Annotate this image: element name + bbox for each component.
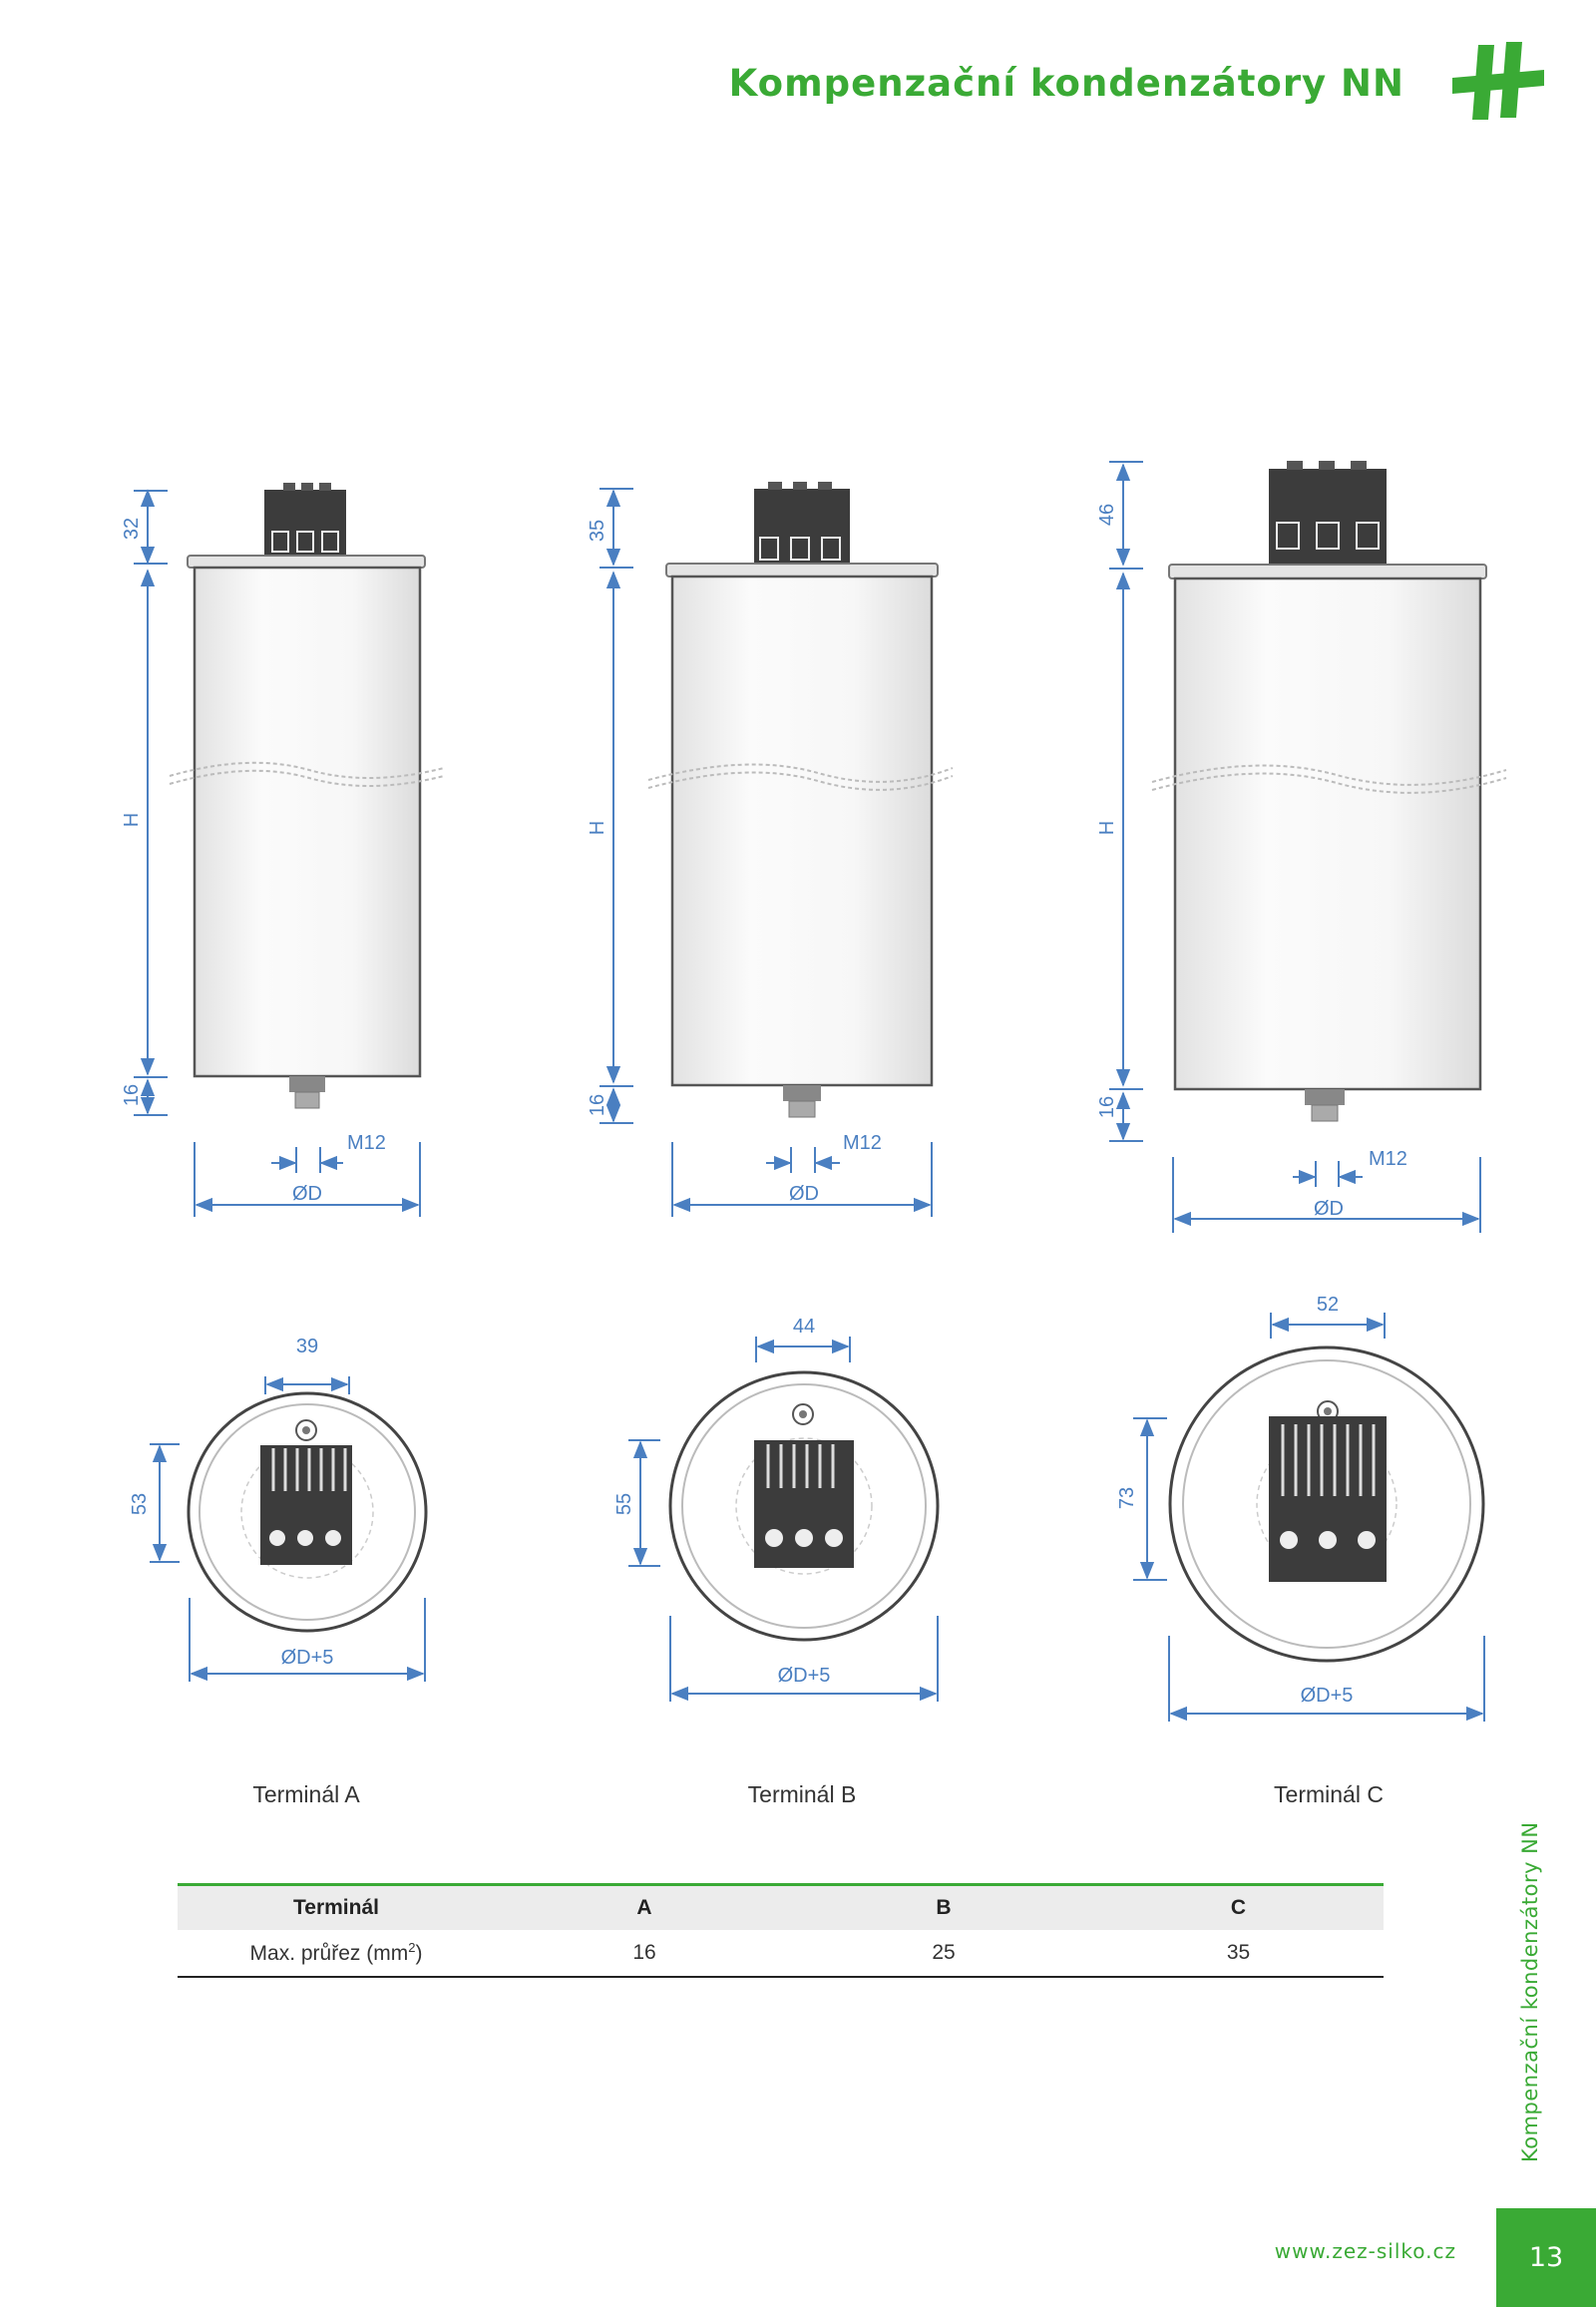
dim-width-top-b: 44 [793, 1316, 815, 1338]
dim-diameter-a: ØD [292, 1183, 322, 1205]
table-header-b: B [794, 1886, 1093, 1930]
table-row: Max. průřez (mm2) 16 25 35 [178, 1930, 1384, 1978]
dim-height-top-a: 53 [129, 1493, 151, 1515]
dim-bottom-b: 16 [587, 1094, 608, 1116]
side-view-terminal-b: 35 H 16 M12 ØD [587, 482, 954, 1217]
value-a: 16 [495, 1930, 794, 1978]
side-view-terminal-c: 46 H 16 M12 ØD [1096, 461, 1507, 1233]
terminal-spec-table: Terminál A B C Max. průřez (mm2) 16 25 3… [178, 1883, 1384, 1978]
table-header-row: Terminál A B C [178, 1886, 1384, 1930]
company-logo-icon [1452, 42, 1544, 120]
dim-diameter-top-b: ØD+5 [778, 1665, 831, 1687]
side-view-terminal-a: 32 H 16 M12 ØD [121, 483, 445, 1217]
dim-height-b: H [587, 821, 608, 835]
dim-height-top-c: 73 [1116, 1487, 1138, 1509]
terminal-a-label: Terminál A [252, 1781, 360, 1807]
dim-thread-c: M12 [1369, 1148, 1407, 1170]
dim-diameter-c: ØD [1314, 1198, 1344, 1220]
dim-height-a: H [121, 813, 143, 827]
dim-width-top-a: 39 [296, 1336, 318, 1357]
terminal-b-label: Terminál B [747, 1781, 857, 1807]
dim-top-c: 46 [1096, 504, 1118, 526]
dim-thread-b: M12 [843, 1132, 882, 1154]
dim-thread-a: M12 [347, 1132, 386, 1154]
side-vertical-title: Kompenzační kondenzátory NN [1518, 1821, 1542, 2162]
value-c: 35 [1093, 1930, 1384, 1978]
row-label-max-cross-section: Max. průřez (mm2) [178, 1930, 495, 1978]
table-header-c: C [1093, 1886, 1384, 1930]
dim-top-b: 35 [587, 520, 608, 542]
dim-diameter-b: ØD [789, 1183, 819, 1205]
value-b: 25 [794, 1930, 1093, 1978]
top-view-terminal-a: 39 53 ØD+5 [129, 1336, 428, 1682]
table-header-a: A [495, 1886, 794, 1930]
dim-diameter-top-c: ØD+5 [1301, 1685, 1354, 1707]
top-view-terminal-b: 44 55 ØD+5 [613, 1316, 940, 1702]
table-header-terminal: Terminál [178, 1886, 495, 1930]
page-header-title: Kompenzační kondenzátory NN [728, 62, 1404, 105]
dim-width-top-c: 52 [1317, 1294, 1339, 1316]
page-number: 13 [1496, 2208, 1596, 2307]
dim-diameter-top-a: ØD+5 [281, 1647, 334, 1669]
footer-website-link[interactable]: www.zez-silko.cz [1274, 2239, 1456, 2263]
dim-height-c: H [1096, 821, 1118, 835]
terminal-c-label: Terminál C [1274, 1781, 1384, 1807]
top-view-terminal-c: 52 73 ØD+5 [1116, 1294, 1485, 1722]
dim-top-a: 32 [121, 518, 143, 540]
dim-bottom-c: 16 [1096, 1096, 1118, 1118]
dim-bottom-a: 16 [121, 1084, 143, 1106]
dim-height-top-b: 55 [613, 1493, 635, 1515]
